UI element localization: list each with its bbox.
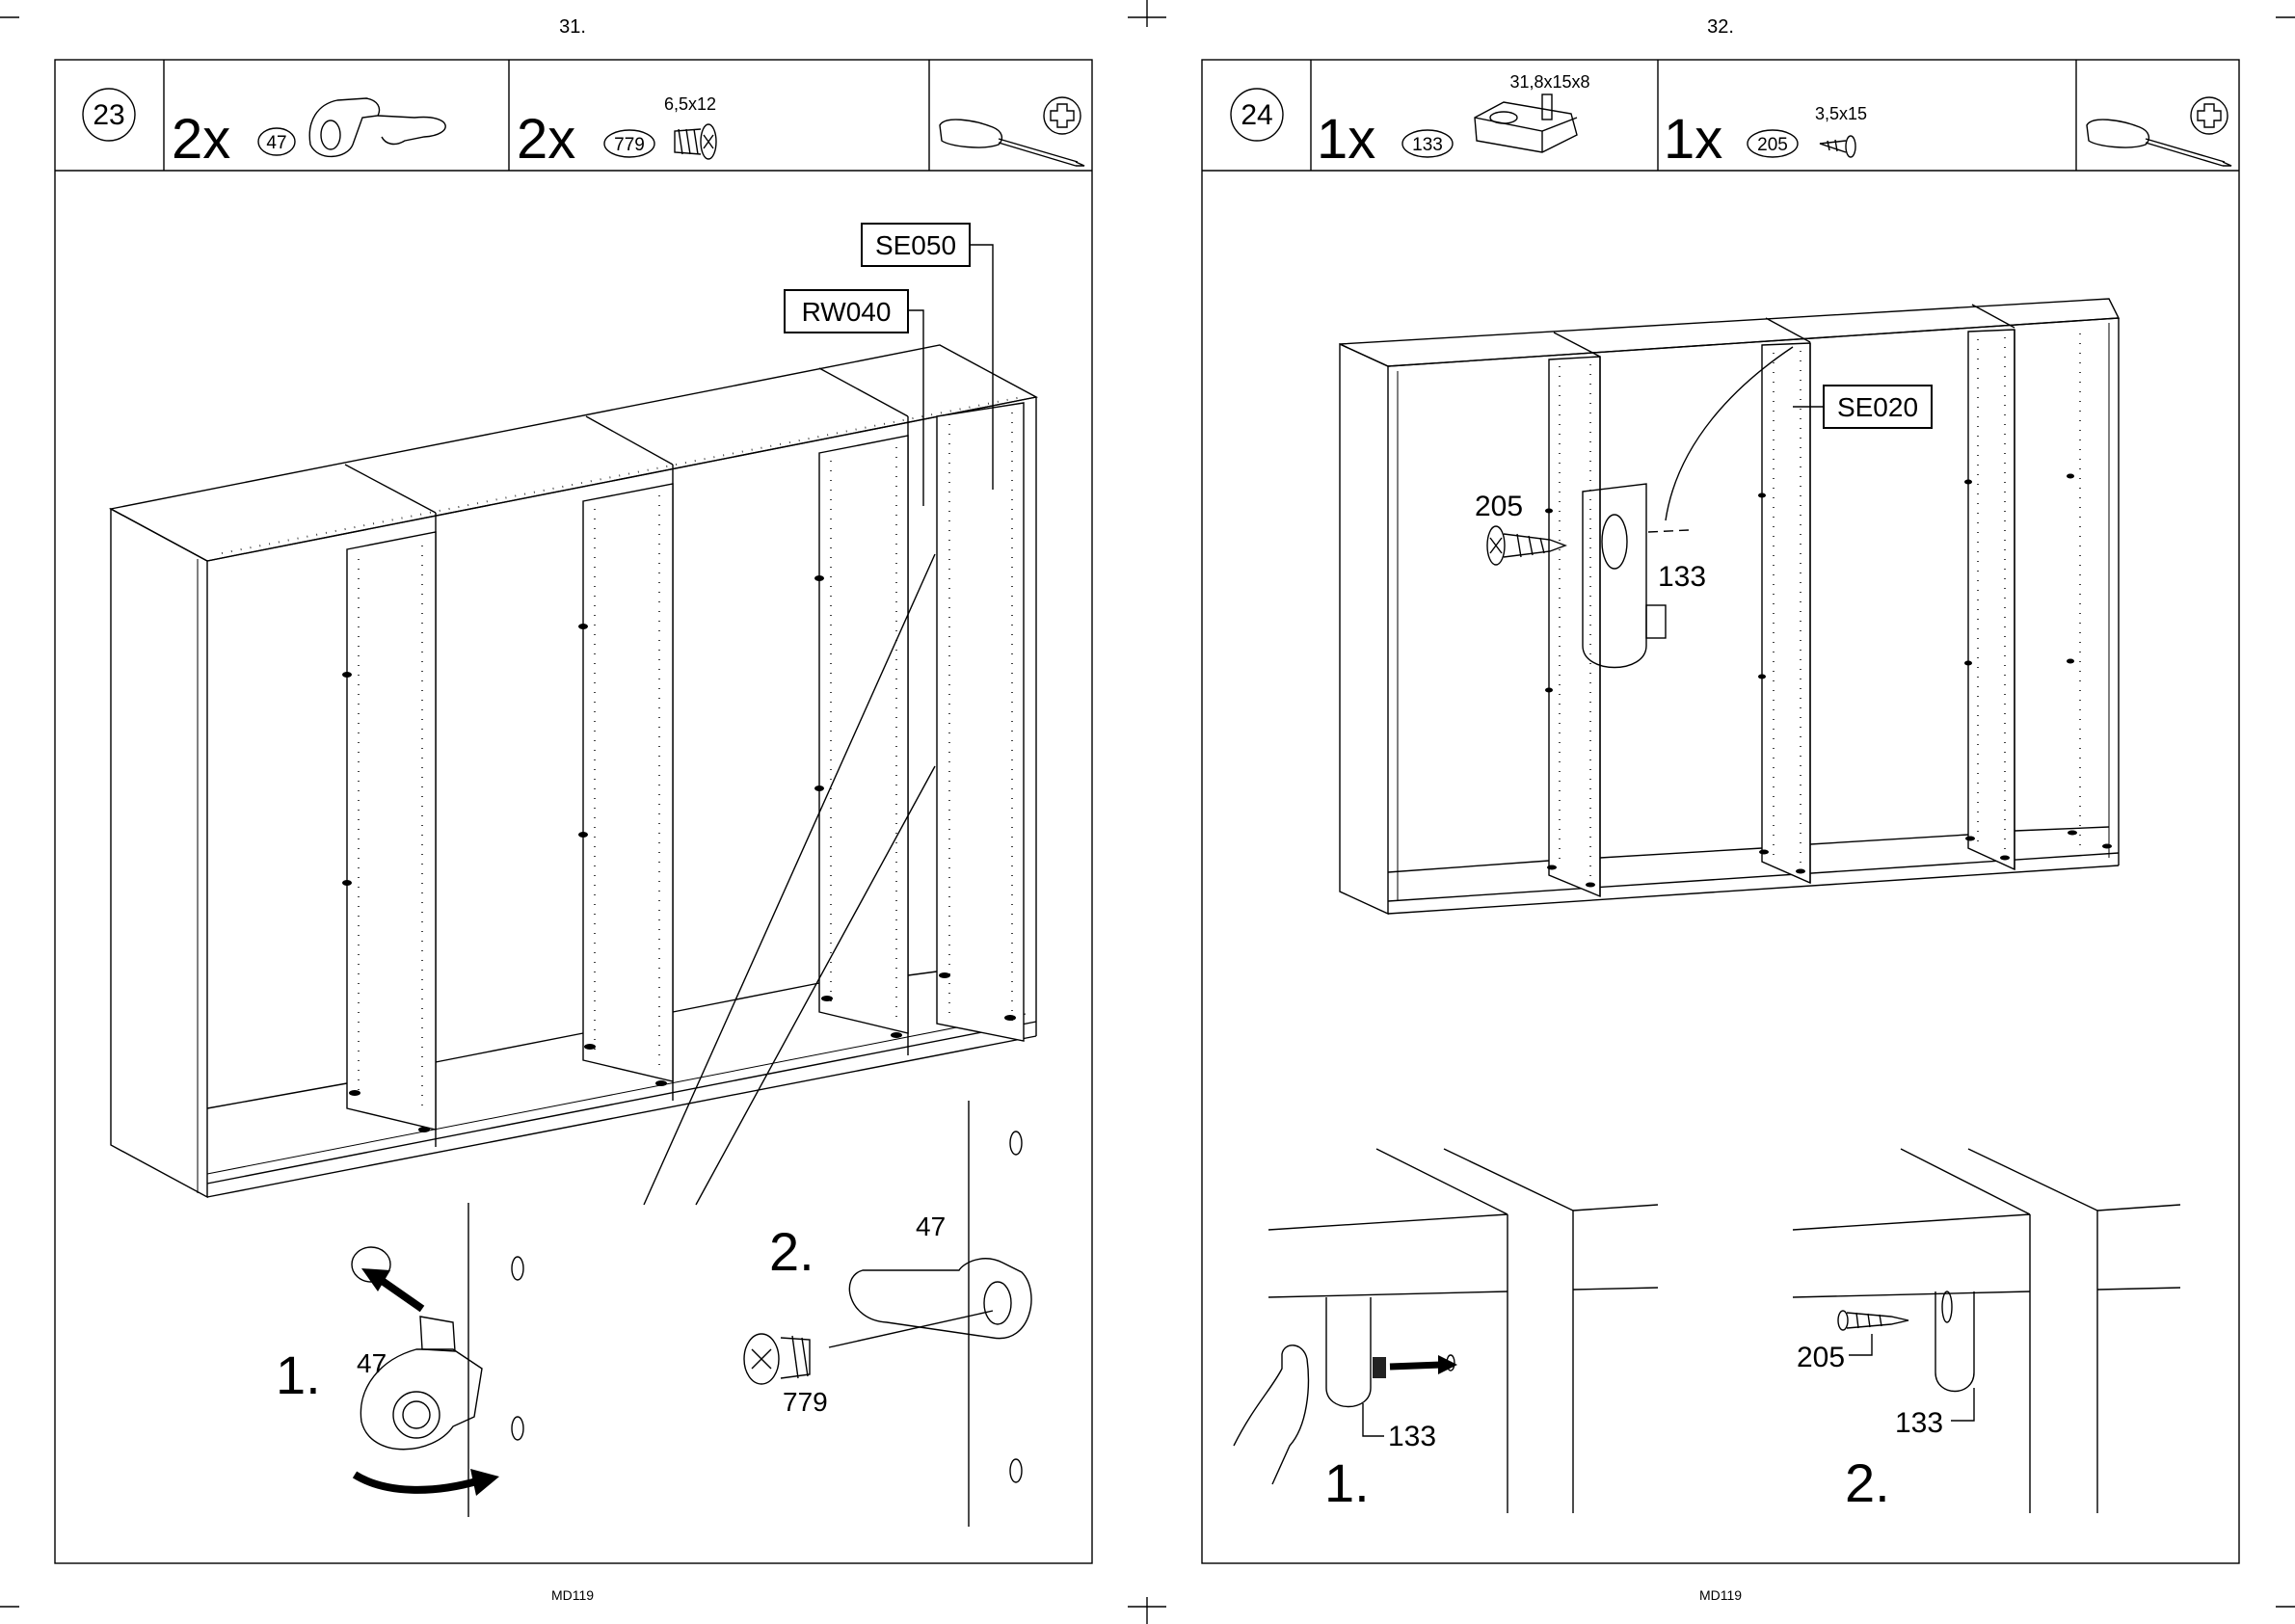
step-number: 24 bbox=[1241, 99, 1272, 131]
detail-step-1: 133 1. bbox=[1234, 1149, 1658, 1513]
step-label: 2. bbox=[769, 1221, 814, 1282]
detail-step-2: 205 133 2. bbox=[1793, 1149, 2180, 1513]
page-footer: MD119 bbox=[551, 1587, 594, 1603]
wardrobe-carcass-illustration bbox=[111, 345, 1036, 1197]
part-callout: 779 bbox=[783, 1387, 828, 1417]
part-number: 133 bbox=[1412, 135, 1443, 155]
part-number: 779 bbox=[614, 135, 645, 155]
screw-icon bbox=[675, 124, 716, 159]
detail-screw-fitting: 2. 47 779 bbox=[744, 1101, 1031, 1527]
phillips-head-icon bbox=[2191, 97, 2228, 134]
part-callout: 133 bbox=[1895, 1407, 1943, 1439]
part-callout: 205 bbox=[1475, 491, 1523, 522]
screwdriver-icon bbox=[2087, 120, 2231, 166]
part-qty: 2x bbox=[517, 108, 575, 171]
part-callout: 47 bbox=[357, 1348, 387, 1378]
page-number: 31. bbox=[559, 16, 586, 38]
svg-text:SE020: SE020 bbox=[1837, 392, 1918, 422]
screw-icon bbox=[1820, 136, 1855, 157]
step-label: 2. bbox=[1845, 1452, 1890, 1513]
part-qty: 1x bbox=[1664, 108, 1722, 171]
screwdriver-icon bbox=[940, 120, 1084, 166]
part-callout: 47 bbox=[916, 1211, 946, 1241]
page-frame bbox=[1202, 60, 2239, 1563]
detail-cam-insert: 1. 47 bbox=[276, 1203, 523, 1517]
part-callout: 205 bbox=[1797, 1342, 1845, 1373]
part-number: 47 bbox=[266, 133, 286, 153]
part-callout: 133 bbox=[1658, 561, 1706, 593]
page-footer: MD119 bbox=[1699, 1587, 1742, 1603]
part-qty: 2x bbox=[172, 108, 230, 171]
part-number: 205 bbox=[1757, 135, 1788, 155]
part-spec: 31,8x15x8 bbox=[1509, 72, 1589, 92]
wardrobe-carcass-illustration bbox=[1340, 299, 2119, 914]
svg-text:SE050: SE050 bbox=[875, 230, 956, 260]
part-spec: 6,5x12 bbox=[664, 94, 716, 114]
phillips-head-icon bbox=[1044, 97, 1081, 134]
part-qty: 1x bbox=[1317, 108, 1375, 171]
step-label: 1. bbox=[1324, 1452, 1370, 1513]
svg-text:RW040: RW040 bbox=[802, 297, 892, 327]
step-label: 1. bbox=[276, 1344, 321, 1405]
page-number: 32. bbox=[1707, 16, 1734, 38]
cam-lock-fitting-icon bbox=[309, 98, 445, 156]
part-spec: 3,5x15 bbox=[1815, 104, 1867, 123]
part-callout: 133 bbox=[1388, 1421, 1436, 1452]
connector-block-icon bbox=[1475, 94, 1577, 152]
step-number: 23 bbox=[93, 99, 124, 131]
